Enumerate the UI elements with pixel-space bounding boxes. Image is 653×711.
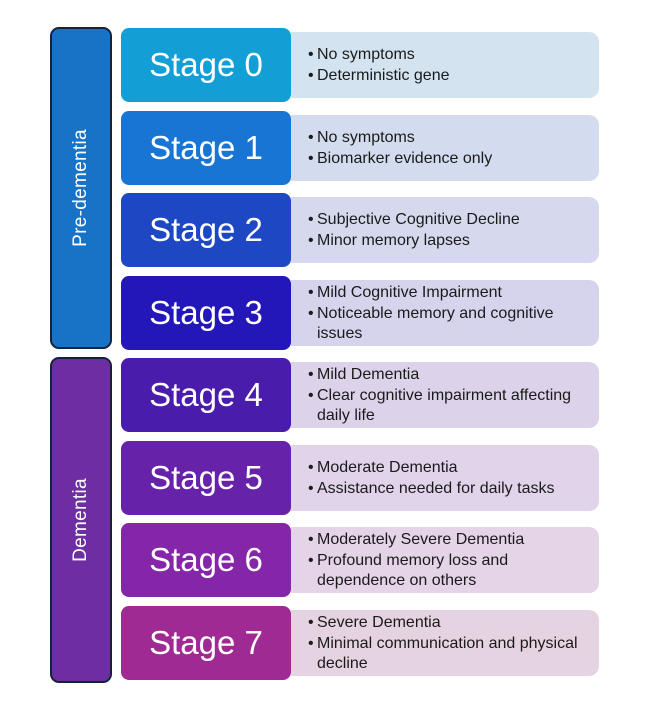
stage-1-bullet-1: No symptoms [308, 128, 591, 148]
stage-5-label: Stage 5 [149, 459, 263, 496]
stage-7-bullet-1: Severe Dementia [308, 613, 591, 633]
dementia-group: Dementia [50, 357, 112, 683]
stage-1-label: Stage 1 [149, 129, 263, 166]
stage-0-box: Stage 0 [121, 28, 291, 102]
stage-7-description: Severe Dementia Minimal communication an… [291, 610, 599, 676]
stage-4-label: Stage 4 [149, 376, 263, 413]
stage-0-bullet-1: No symptoms [308, 45, 591, 65]
stage-2-bullet-2: Minor memory lapses [308, 231, 591, 251]
stage-0-description: No symptoms Deterministic gene [291, 32, 599, 98]
stage-5-bullet-1: Moderate Dementia [308, 458, 591, 478]
stage-7-box: Stage 7 [121, 606, 291, 680]
stage-5-bullet-2: Assistance needed for daily tasks [308, 479, 591, 499]
stage-3-bullet-1: Mild Cognitive Impairment [308, 283, 591, 303]
stage-6-box: Stage 6 [121, 523, 291, 597]
stage-0-label: Stage 0 [149, 46, 263, 83]
stage-2-description: Subjective Cognitive Decline Minor memor… [291, 197, 599, 263]
stage-6-description: Moderately Severe Dementia Profound memo… [291, 527, 599, 593]
stage-2-label: Stage 2 [149, 211, 263, 248]
stage-5-box: Stage 5 [121, 441, 291, 515]
pre-dementia-label: Pre-dementia [70, 129, 91, 247]
stage-1-description: No symptoms Biomarker evidence only [291, 115, 599, 181]
stage-0-bullet-2: Deterministic gene [308, 66, 591, 86]
stage-2-bullet-1: Subjective Cognitive Decline [308, 210, 591, 230]
stage-4-bullet-1: Mild Dementia [308, 365, 591, 385]
stage-4-bullet-2: Clear cognitive impairment affecting dai… [308, 386, 591, 426]
stage-3-description: Mild Cognitive Impairment Noticeable mem… [291, 280, 599, 346]
pre-dementia-group: Pre-dementia [50, 27, 112, 349]
stage-4-box: Stage 4 [121, 358, 291, 432]
stage-7-label: Stage 7 [149, 624, 263, 661]
stage-5-description: Moderate Dementia Assistance needed for … [291, 445, 599, 511]
stage-7-bullet-2: Minimal communication and physical decli… [308, 634, 591, 674]
stage-6-bullet-1: Moderately Severe Dementia [308, 530, 591, 550]
stage-1-box: Stage 1 [121, 111, 291, 185]
stage-3-label: Stage 3 [149, 294, 263, 331]
stage-3-box: Stage 3 [121, 276, 291, 350]
stage-4-description: Mild Dementia Clear cognitive impairment… [291, 362, 599, 428]
stage-3-bullet-2: Noticeable memory and cognitive issues [308, 304, 591, 344]
stage-6-label: Stage 6 [149, 541, 263, 578]
stage-1-bullet-2: Biomarker evidence only [308, 149, 591, 169]
stage-2-box: Stage 2 [121, 193, 291, 267]
stage-6-bullet-2: Profound memory loss and dependence on o… [308, 551, 591, 591]
dementia-label: Dementia [70, 478, 91, 562]
